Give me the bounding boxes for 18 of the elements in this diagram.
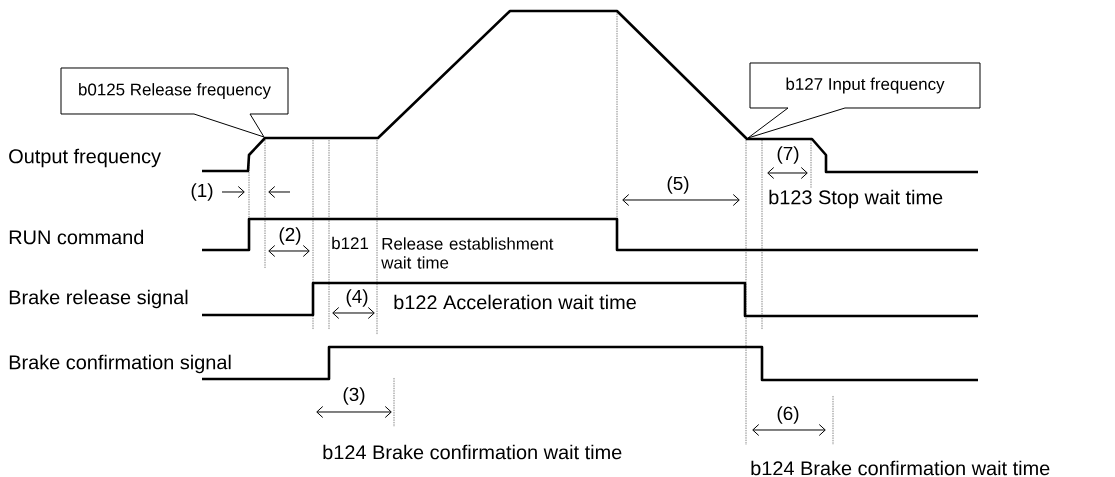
signal-label: Brake confirmation signal [9,354,231,374]
time-label: b121 [332,236,369,250]
callout-box: b127 Input frequency [747,62,981,139]
time-label: Release establishment wait time [381,237,554,269]
dimension-number: (2) [279,227,301,245]
signal-label: Output frequency [9,148,161,168]
dimension-number: (4) [346,289,368,307]
callout-box: b0125 Release frequency [60,67,289,138]
time-label: b124 Brake confirmation wait time [323,444,622,460]
time-label: b124 Brake confirmation wait time [751,460,1050,476]
dimension-number: (6) [777,406,799,424]
signal-label: Brake release signal [9,289,188,309]
signal-label: RUN command [9,229,144,245]
time-label: b123 Stop wait time [769,189,943,209]
dimension-number: (5) [667,176,689,194]
dimension-number: (1) [191,183,213,201]
dimension-number: (3) [343,387,365,405]
time-label: b122 Acceleration wait time [394,294,636,310]
